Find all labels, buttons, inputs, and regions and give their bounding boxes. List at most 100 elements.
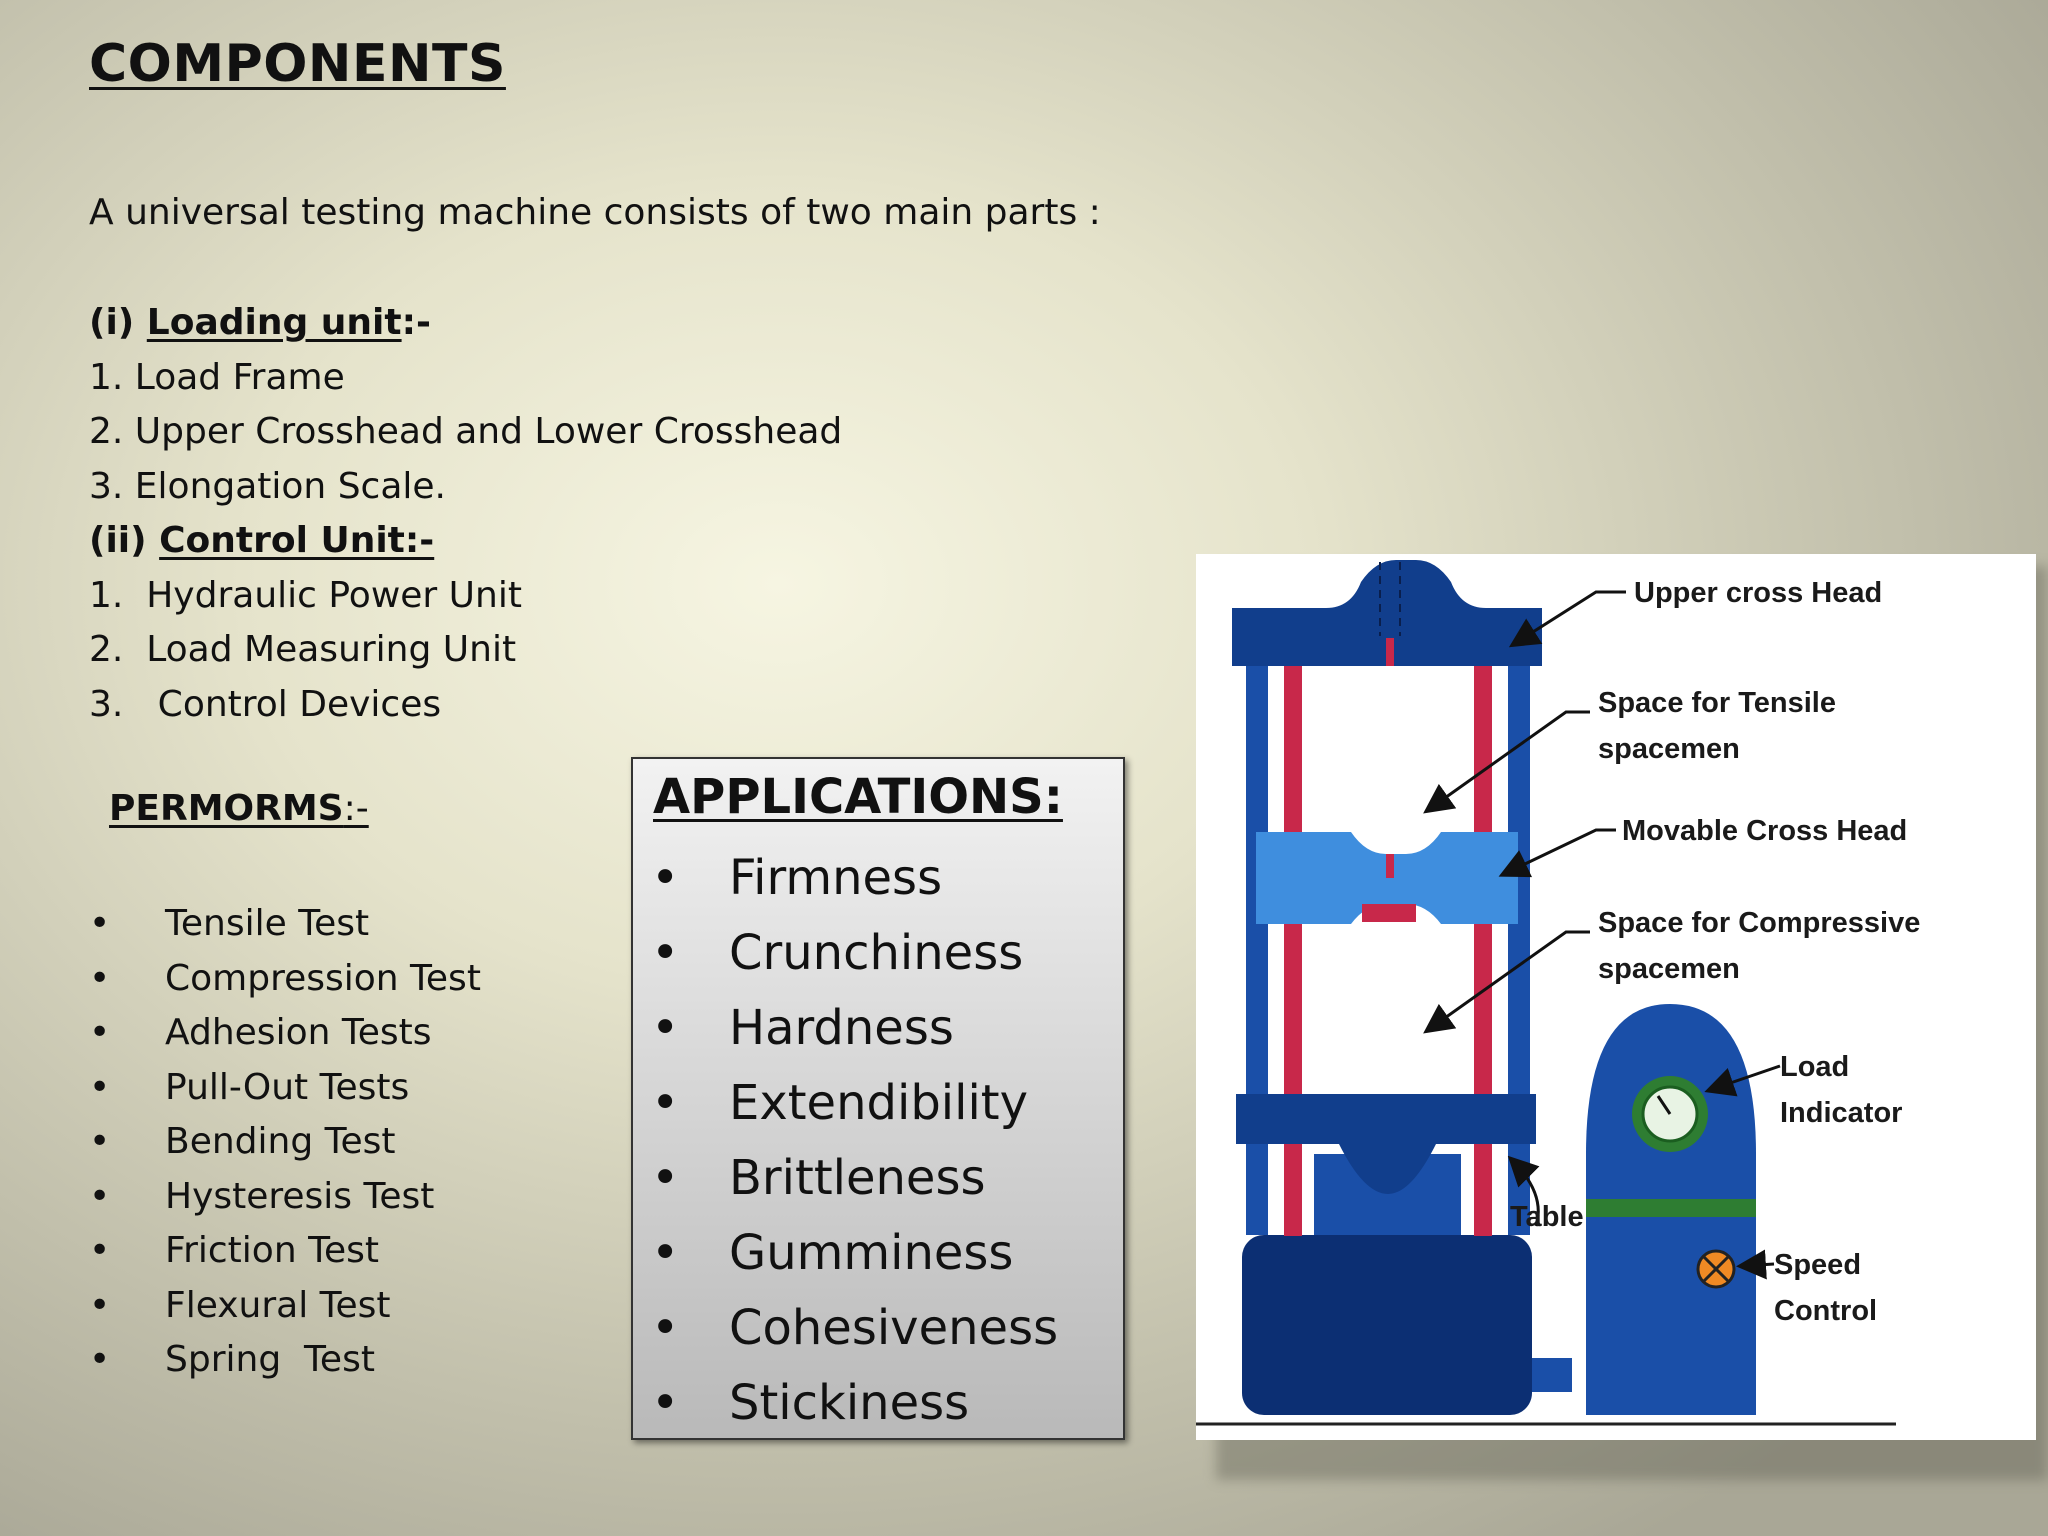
list-item: • Brittleness xyxy=(651,1141,1058,1216)
label-compressive-space: Space for Compressive xyxy=(1598,907,1920,939)
control-unit-item: 2. Load Measuring Unit xyxy=(89,629,517,670)
list-item: • Tensile Test xyxy=(89,897,481,952)
right-outer-column xyxy=(1508,639,1530,1235)
bullet-icon: • xyxy=(651,1075,680,1131)
components-section: (i) Loading unit:- 1. Load Frame 2. Uppe… xyxy=(89,296,842,732)
performs-heading: PERMORMS:- xyxy=(109,788,369,829)
label-load-indicator: Load xyxy=(1780,1051,1849,1083)
list-item: • Bending Test xyxy=(89,1115,481,1170)
utm-diagram: Upper cross Head Space for Tensile space… xyxy=(1196,554,2036,1440)
bullet-icon: • xyxy=(651,925,680,981)
test-name: Pull-Out Tests xyxy=(165,1066,410,1108)
test-name: Bending Test xyxy=(165,1121,396,1162)
loading-unit-prefix: (i) xyxy=(89,302,147,343)
control-unit-item: 3. Control Devices xyxy=(89,683,442,725)
left-outer-column xyxy=(1246,639,1268,1235)
upper-cross-head xyxy=(1232,560,1542,666)
performs-label: PERMORMS xyxy=(109,788,344,829)
test-name: Hysteresis Test xyxy=(165,1175,435,1217)
application-name: Crunchiness xyxy=(729,925,1024,981)
application-name: Gumminess xyxy=(729,1225,1014,1281)
list-item: • Stickiness xyxy=(651,1366,1058,1441)
list-item: • Cohesiveness xyxy=(651,1291,1058,1366)
utm-diagram-svg: Upper cross Head Space for Tensile space… xyxy=(1196,560,1920,1426)
intro-text: A universal testing machine consists of … xyxy=(89,192,1101,233)
list-item: • Pull-Out Tests xyxy=(89,1061,481,1116)
loading-unit-item: 1. Load Frame xyxy=(89,356,345,398)
label-upper-cross-head: Upper cross Head xyxy=(1634,577,1882,609)
applications-box: APPLICATIONS: • Firmness • Crunchiness • Ha… xyxy=(631,757,1125,1440)
table xyxy=(1236,1094,1536,1194)
application-name: Hardness xyxy=(729,1000,954,1056)
bullet-icon: • xyxy=(651,1150,680,1206)
test-name: Tensile Test xyxy=(165,903,370,944)
bullet-icon: • xyxy=(651,1000,680,1056)
label-table: Table xyxy=(1510,1201,1584,1233)
test-name: Adhesion Tests xyxy=(165,1012,432,1053)
label-speed-control: Speed xyxy=(1774,1249,1861,1281)
label-compressive-space-2: spacemen xyxy=(1598,953,1740,985)
performs-suffix: :- xyxy=(343,788,369,829)
list-item: • Firmness xyxy=(651,841,1058,916)
middle-grip xyxy=(1386,854,1394,878)
label-tensile-space: Space for Tensile xyxy=(1598,687,1836,719)
compression-plate xyxy=(1362,904,1416,922)
test-name: Compression Test xyxy=(165,957,481,999)
control-unit-band xyxy=(1586,1199,1756,1217)
bullet-icon: • xyxy=(651,850,680,906)
base-connector xyxy=(1532,1358,1572,1392)
bullet-icon: • xyxy=(89,1066,111,1108)
test-name: Flexural Test xyxy=(165,1284,391,1326)
test-name: Friction Test xyxy=(165,1230,379,1271)
loading-unit-label: Loading unit xyxy=(146,302,402,343)
application-name: Stickiness xyxy=(729,1375,970,1431)
application-name: Cohesiveness xyxy=(729,1300,1059,1356)
control-unit-prefix: (ii) xyxy=(89,520,160,561)
loading-unit-heading: (i) Loading unit:- xyxy=(89,296,842,351)
applications-list: • Firmness • Crunchiness • Hardness • Extend… xyxy=(651,841,1058,1441)
label-tensile-space-2: spacemen xyxy=(1598,733,1740,765)
bullet-icon: • xyxy=(89,1339,111,1380)
application-name: Extendibility xyxy=(729,1075,1029,1131)
right-screw xyxy=(1474,666,1492,1236)
list-item: • Extendibility xyxy=(651,1066,1058,1141)
bullet-icon: • xyxy=(651,1225,680,1281)
bullet-icon: • xyxy=(651,1300,680,1356)
control-unit-label: Control Unit:- xyxy=(159,520,435,561)
list-item: • Hysteresis Test xyxy=(89,1170,481,1225)
application-name: Firmness xyxy=(729,850,943,906)
control-unit-item: 1. Hydraulic Power Unit xyxy=(89,574,522,616)
list-item: • Flexural Test xyxy=(89,1279,481,1334)
list-item: • Adhesion Tests xyxy=(89,1006,481,1061)
control-unit-heading: (ii) Control Unit:- xyxy=(89,514,842,569)
bullet-icon: • xyxy=(89,1230,111,1271)
test-name: Spring Test xyxy=(165,1339,375,1380)
list-item: • Crunchiness xyxy=(651,916,1058,991)
application-name: Brittleness xyxy=(729,1150,986,1206)
tests-list: • Tensile Test • Compression Test • Adhesio… xyxy=(89,897,481,1388)
loading-unit-item: 2. Upper Crosshead and Lower Crosshead xyxy=(89,411,843,452)
label-speed-control-2: Control xyxy=(1774,1295,1877,1327)
list-item: • Gumminess xyxy=(651,1216,1058,1291)
bullet-icon: • xyxy=(89,1175,111,1217)
left-screw xyxy=(1284,666,1302,1236)
bullet-icon: • xyxy=(651,1375,680,1431)
label-load-indicator-2: Indicator xyxy=(1780,1097,1902,1129)
bullet-icon: • xyxy=(89,957,111,999)
bullet-icon: • xyxy=(89,1121,111,1162)
bullet-icon: • xyxy=(89,903,111,944)
loading-unit-item: 3. Elongation Scale. xyxy=(89,465,446,507)
label-movable-cross-head: Movable Cross Head xyxy=(1622,815,1907,847)
bullet-icon: • xyxy=(89,1012,111,1053)
list-item: • Spring Test xyxy=(89,1333,481,1388)
table-support xyxy=(1314,1154,1461,1235)
bullet-icon: • xyxy=(89,1284,111,1326)
slide-title: COMPONENTS xyxy=(89,34,506,94)
upper-grip xyxy=(1386,638,1394,666)
loading-unit-suffix: :- xyxy=(401,302,431,343)
machine-base xyxy=(1242,1235,1532,1415)
list-item: • Hardness xyxy=(651,991,1058,1066)
applications-title: APPLICATIONS: xyxy=(653,769,1063,825)
list-item: • Compression Test xyxy=(89,952,481,1007)
list-item: • Friction Test xyxy=(89,1224,481,1279)
